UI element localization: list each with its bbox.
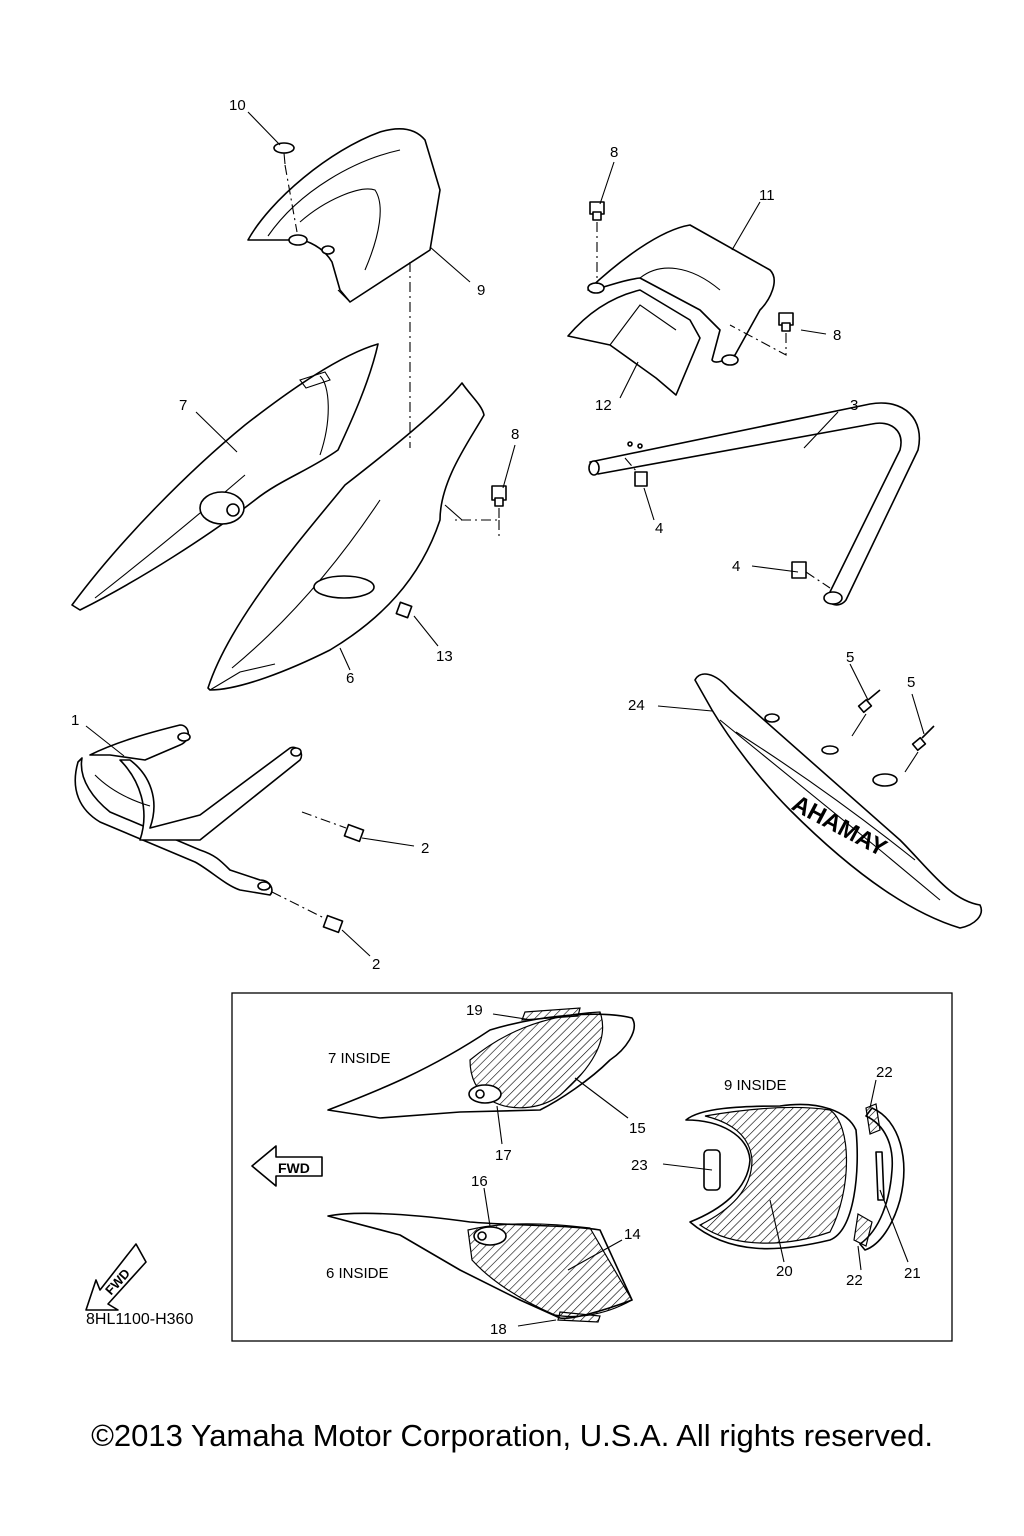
part-13-nut [395, 601, 413, 619]
callout-21: 21 [904, 1265, 921, 1282]
callout-14: 14 [624, 1226, 641, 1243]
callout-2: 2 [421, 840, 429, 857]
callout-4: 4 [732, 558, 740, 575]
callout-23: 23 [631, 1157, 648, 1174]
callout-18: 18 [490, 1321, 507, 1338]
part-1-rail [74, 724, 303, 896]
callout-8: 8 [833, 327, 841, 344]
part-5-rivet [904, 725, 935, 773]
callout-2: 2 [372, 956, 380, 973]
part-8-bolt [729, 312, 794, 356]
callout-8: 8 [511, 426, 519, 443]
callout-7: 7 [179, 397, 187, 414]
part-6-side-cover [207, 382, 485, 691]
leader-lines [85, 111, 925, 1327]
inset-7-inside [327, 1007, 635, 1119]
callout-4: 4 [655, 520, 663, 537]
callout-8: 8 [610, 144, 618, 161]
inset-9-inside [685, 1103, 858, 1250]
part-11-cover [587, 224, 775, 366]
part-9-rear-cowl [247, 127, 441, 303]
part-5-rivet [851, 689, 881, 737]
callout-6: 6 [346, 670, 354, 687]
part-7-side-cover [71, 343, 379, 611]
callout-1: 1 [71, 712, 79, 729]
part-4-bolt [624, 457, 648, 487]
callout-22: 22 [876, 1064, 893, 1081]
fwd-arrow-corner: FWD [85, 1243, 147, 1311]
part-8-bolt [452, 485, 507, 538]
inset-6-inside [327, 1212, 633, 1323]
callout-5: 5 [846, 649, 854, 666]
part-24-guard: YAMAHA [694, 673, 982, 929]
callout-9: 9 [477, 282, 485, 299]
part-10-screw [273, 142, 298, 233]
label-7-inside: 7 INSIDE [328, 1050, 391, 1067]
callout-16: 16 [471, 1173, 488, 1190]
callout-3: 3 [850, 397, 858, 414]
callout-17: 17 [495, 1147, 512, 1164]
label-9-inside: 9 INSIDE [724, 1077, 787, 1094]
copyright-notice: ©2013 Yamaha Motor Corporation, U.S.A. A… [91, 1418, 933, 1453]
label-6-inside: 6 INSIDE [326, 1265, 389, 1282]
fwd-arrow-inset: FWD [251, 1145, 323, 1187]
diagram-code: 8HL1100-H360 [86, 1311, 193, 1328]
callout-20: 20 [776, 1263, 793, 1280]
callout-13: 13 [436, 648, 453, 665]
inset-part-21-strip [853, 1103, 905, 1251]
callouts: 10 9 8 11 8 12 3 8 7 4 4 13 6 5 5 24 1 2… [71, 97, 921, 1338]
part-2-bolt [271, 891, 344, 934]
part-3-grab-bar [588, 402, 921, 606]
callout-15: 15 [629, 1120, 646, 1137]
part-2-bolt [301, 811, 365, 843]
callout-19: 19 [466, 1002, 483, 1019]
inset-frame [231, 992, 953, 1342]
callout-22: 22 [846, 1272, 863, 1289]
callout-10: 10 [229, 97, 246, 114]
callout-5: 5 [907, 674, 915, 691]
callout-24: 24 [628, 697, 645, 714]
callout-12: 12 [595, 397, 612, 414]
part-8-bolt [589, 201, 605, 284]
fwd-label: FWD [278, 1160, 310, 1176]
part-12-panel [567, 289, 701, 396]
part-4-bolt [791, 561, 831, 589]
callout-11: 11 [759, 187, 775, 204]
